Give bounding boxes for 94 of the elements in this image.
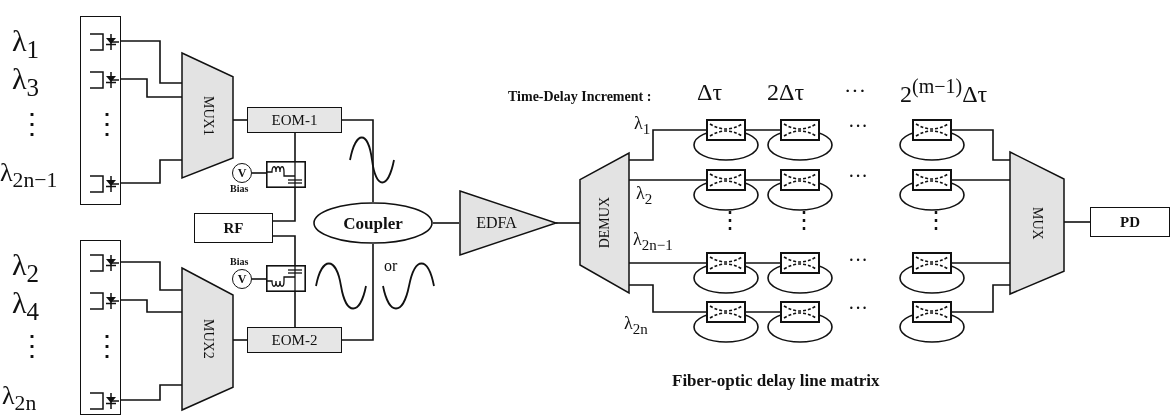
optical-coupler-box xyxy=(706,252,746,274)
connector-line xyxy=(432,222,460,224)
wavelength-label: λ$_{2n−1}$ xyxy=(633,230,673,253)
multiplexer-trapezoid xyxy=(1010,152,1064,294)
component-box xyxy=(247,107,342,133)
wavelength-label: λ$_{2n}$ xyxy=(2,383,37,415)
optical-coupler-box xyxy=(780,119,820,141)
component-label: EOM-2 xyxy=(271,332,318,348)
amplifier-triangle xyxy=(459,190,556,256)
optical-coupler-box xyxy=(780,252,820,274)
ellipsis: ⋮ xyxy=(924,208,948,232)
wavelength-label: λ$_{2n}$ xyxy=(624,314,648,337)
optical-coupler-box xyxy=(912,252,952,274)
voltage-source-circle xyxy=(232,163,252,183)
demultiplexer-trapezoid xyxy=(580,153,629,293)
optical-coupler-box xyxy=(780,169,820,191)
optical-coupler-box xyxy=(780,301,820,323)
laser-diode-icon xyxy=(89,253,119,273)
component-box xyxy=(1090,207,1170,237)
multiplexer-trapezoid xyxy=(182,268,233,410)
laser-diode-icon xyxy=(89,391,119,411)
connector-line xyxy=(745,179,781,181)
connector-line xyxy=(745,129,781,131)
delay-value: 2$^{(m−1)}$Δτ xyxy=(900,76,988,106)
heading: Time-Delay Increment : xyxy=(508,90,652,104)
or-label: or xyxy=(384,258,398,274)
ellipsis: ⋮ xyxy=(718,208,742,232)
laser-diode-icon xyxy=(89,291,119,311)
wavelength-label: λ$_{2}$ xyxy=(636,184,653,207)
bias-label: Bias xyxy=(230,184,249,194)
laser-diode-icon xyxy=(89,174,119,194)
voltage-source-circle xyxy=(232,269,252,289)
ellipsis: ⋮ xyxy=(792,208,816,232)
laser-diode-icon xyxy=(89,70,119,90)
component-box xyxy=(194,213,273,243)
ellipsis: ⋮ xyxy=(18,110,46,138)
connector-line xyxy=(951,129,1011,161)
coupler-ellipse xyxy=(313,202,433,244)
wavelength-label: λ$_{1}$ xyxy=(634,114,651,137)
optical-coupler-box xyxy=(706,119,746,141)
connector-line xyxy=(951,284,1011,313)
wavelength-label: λ$_{2}$ xyxy=(12,250,40,286)
optical-coupler-box xyxy=(706,301,746,323)
optical-coupler-box xyxy=(706,169,746,191)
component-label: RF xyxy=(223,220,244,236)
wavelength-label: λ$_{1}$ xyxy=(12,26,40,62)
component-label: MUX xyxy=(1030,206,1044,240)
ellipsis: ⋮ xyxy=(93,332,121,360)
connector-line xyxy=(294,291,296,328)
ellipsis: ··· xyxy=(848,250,868,270)
voltage-label: V xyxy=(237,167,247,179)
multiplexer-trapezoid xyxy=(182,53,233,178)
ellipsis: ··· xyxy=(844,80,866,102)
laser-diode-icon xyxy=(89,32,119,52)
voltage-label: V xyxy=(237,273,247,285)
ellipsis: ··· xyxy=(848,298,868,318)
component-label: EOM-1 xyxy=(271,112,318,128)
component-label: MUX1 xyxy=(200,95,215,136)
bias-tee-box xyxy=(266,265,306,292)
delay-value: 2Δτ xyxy=(767,80,805,104)
optical-coupler-box xyxy=(912,169,952,191)
connector-line xyxy=(341,119,374,203)
bias-tee-box xyxy=(266,161,306,188)
ellipsis: ··· xyxy=(848,116,868,136)
bias-label: Bias xyxy=(230,257,249,267)
connector-line xyxy=(251,172,267,174)
optical-coupler-box xyxy=(912,119,952,141)
component-label: EDFA xyxy=(476,215,517,231)
laser-array-box xyxy=(80,16,121,205)
component-label: Coupler xyxy=(343,214,403,232)
wavelength-label: λ$_{4}$ xyxy=(12,288,40,324)
wavelength-label: λ$_{3}$ xyxy=(12,64,40,100)
connector-line xyxy=(272,235,296,266)
component-label: DEMUX xyxy=(597,197,612,249)
wavelength-label: λ$_{2n−1}$ xyxy=(0,160,58,192)
component-label: MUX2 xyxy=(200,319,215,359)
ellipsis: ⋮ xyxy=(18,332,46,360)
connector-line xyxy=(951,262,1011,264)
connector-line xyxy=(555,222,581,224)
ellipsis: ··· xyxy=(848,166,868,186)
connector-line xyxy=(745,311,781,313)
connector-line xyxy=(251,278,267,280)
component-box xyxy=(247,327,342,353)
component-label: PD xyxy=(1120,214,1140,230)
connector-line xyxy=(341,243,374,341)
ellipsis: ⋮ xyxy=(93,110,121,138)
delay-value: Δτ xyxy=(697,80,723,104)
connector-line xyxy=(272,187,296,222)
connector-line xyxy=(294,132,296,162)
caption: Fiber-optic delay line matrix xyxy=(672,372,880,389)
optical-coupler-box xyxy=(912,301,952,323)
connector-line xyxy=(951,179,1011,181)
connector-line xyxy=(745,262,781,264)
laser-array-box xyxy=(80,240,121,415)
